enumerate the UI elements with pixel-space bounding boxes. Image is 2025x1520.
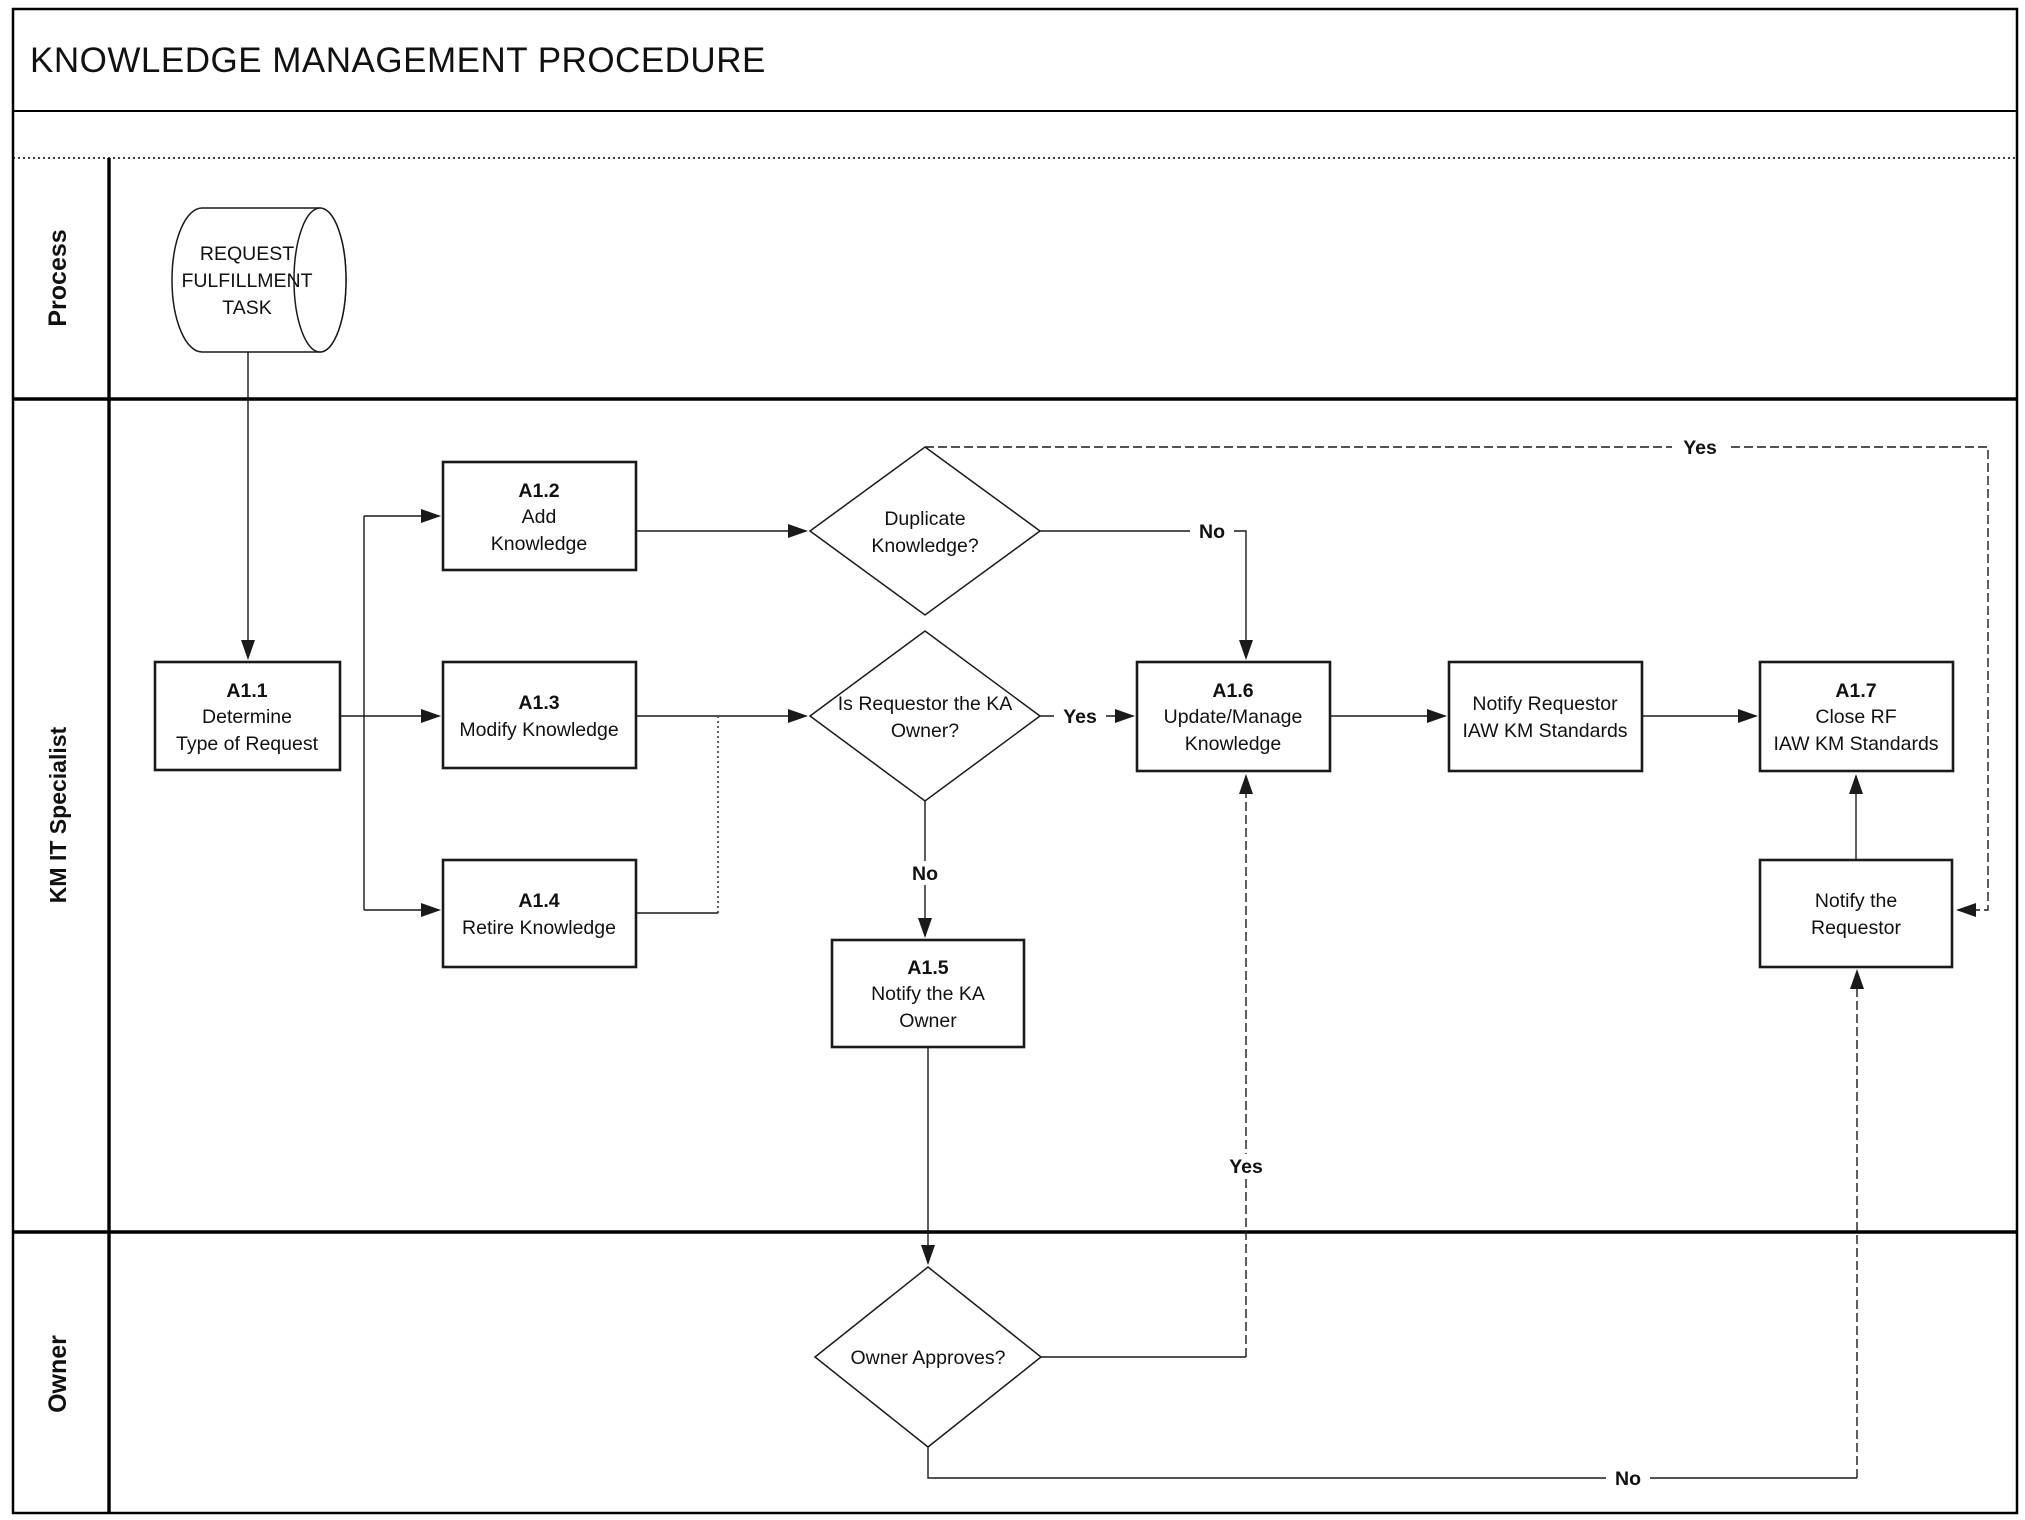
node-text: Notify the xyxy=(1815,890,1897,912)
edge-duplicate-no-to-a16 xyxy=(1040,530,1253,660)
decision-text: Duplicate xyxy=(884,508,965,530)
label-bg xyxy=(1672,435,1728,459)
node-text: Requestor xyxy=(1811,917,1901,939)
decision-owner-approves: Owner Approves? xyxy=(813,1266,1043,1448)
edge-owner-no-horizontal xyxy=(927,1447,1857,1479)
decision-duplicate-knowledge: Duplicate Knowledge? xyxy=(808,446,1042,616)
decision-text: Knowledge? xyxy=(871,535,978,557)
node-notify-requestor: Notify Requestor IAW KM Standards xyxy=(1447,660,1644,773)
label-bg xyxy=(1220,1154,1272,1178)
node-a12: A1.2 Add Knowledge xyxy=(441,460,638,572)
label-bg xyxy=(1606,1466,1650,1490)
node-text: Determine xyxy=(202,706,292,728)
node-text: Type of Request xyxy=(176,733,319,755)
node-text: Close RF xyxy=(1815,706,1896,728)
edge-label-owner-yes: Yes xyxy=(1229,1156,1263,1178)
node-id: A1.3 xyxy=(518,692,559,714)
node-text: Knowledge xyxy=(1185,733,1282,755)
decision-text: Owner Approves? xyxy=(850,1347,1005,1369)
lane-label-km-it-specialist: KM IT Specialist xyxy=(45,726,71,903)
node-box xyxy=(830,938,1026,1049)
node-text: Notify the KA xyxy=(871,983,985,1005)
edge-label-duplicate-no: No xyxy=(1199,521,1225,543)
node-a11: A1.1 Determine Type of Request xyxy=(153,660,342,772)
lane-label-owner: Owner xyxy=(44,1335,72,1413)
label-bg xyxy=(1054,704,1106,728)
node-box xyxy=(441,660,638,770)
node-id: A1.7 xyxy=(1835,680,1876,702)
node-box xyxy=(441,858,638,969)
node-a13: A1.3 Modify Knowledge xyxy=(441,660,638,770)
node-box xyxy=(153,660,342,772)
edge-duplicate-yes-to-notify-the-requestor xyxy=(925,446,1989,917)
edge-label-ka-owner-yes: Yes xyxy=(1063,706,1097,728)
node-box xyxy=(1135,660,1332,773)
edges xyxy=(241,352,1989,1479)
node-text: IAW KM Standards xyxy=(1462,720,1627,742)
edge-label-duplicate-yes: Yes xyxy=(1683,437,1717,459)
edge-label-ka-owner-no: No xyxy=(912,863,938,885)
node-box xyxy=(1758,858,1954,969)
node-notify-the-requestor: Notify the Requestor xyxy=(1758,858,1954,969)
label-bg xyxy=(903,861,947,885)
node-text: Update/Manage xyxy=(1164,706,1303,728)
decision-shape xyxy=(808,630,1042,802)
node-a16: A1.6 Update/Manage Knowledge xyxy=(1135,660,1332,773)
node-text: Knowledge xyxy=(491,533,588,555)
node-request-fulfillment-task: REQUEST FULFILLMENT TASK xyxy=(171,207,347,353)
outer-border xyxy=(11,7,2019,1515)
decision-text: Owner? xyxy=(891,720,959,742)
node-text: TASK xyxy=(222,297,271,319)
lane-label-process: Process xyxy=(44,229,72,326)
node-a15: A1.5 Notify the KA Owner xyxy=(830,938,1026,1049)
node-text: IAW KM Standards xyxy=(1773,733,1938,755)
node-id: A1.4 xyxy=(518,890,559,912)
node-id: A1.2 xyxy=(518,480,559,502)
node-id: A1.1 xyxy=(226,680,267,702)
node-text: Notify Requestor xyxy=(1472,693,1618,715)
edge-labels: Yes No Yes No Yes No xyxy=(903,435,1728,1490)
decision-text: Is Requestor the KA xyxy=(838,693,1013,715)
node-box xyxy=(1447,660,1644,773)
edge-label-owner-no: No xyxy=(1615,1468,1641,1490)
page-title: KNOWLEDGE MANAGEMENT PROCEDURE xyxy=(30,41,766,80)
node-id: A1.6 xyxy=(1212,680,1253,702)
node-box xyxy=(1758,660,1955,773)
node-id: A1.5 xyxy=(907,957,948,979)
label-bg xyxy=(1190,519,1234,543)
decision-is-requestor-ka-owner: Is Requestor the KA Owner? xyxy=(808,630,1042,802)
decision-shape xyxy=(813,1266,1043,1448)
node-a17: A1.7 Close RF IAW KM Standards xyxy=(1758,660,1955,773)
node-text: Owner xyxy=(899,1010,957,1032)
node-text: FULFILLMENT xyxy=(181,270,312,292)
cylinder-end-cap xyxy=(293,207,347,353)
node-box xyxy=(441,460,638,572)
node-text: Add xyxy=(522,506,557,528)
node-text: REQUEST xyxy=(200,243,294,265)
node-text: Modify Knowledge xyxy=(459,719,618,741)
decision-shape xyxy=(808,446,1042,616)
node-text: Retire Knowledge xyxy=(462,917,616,939)
node-a14: A1.4 Retire Knowledge xyxy=(441,858,638,969)
